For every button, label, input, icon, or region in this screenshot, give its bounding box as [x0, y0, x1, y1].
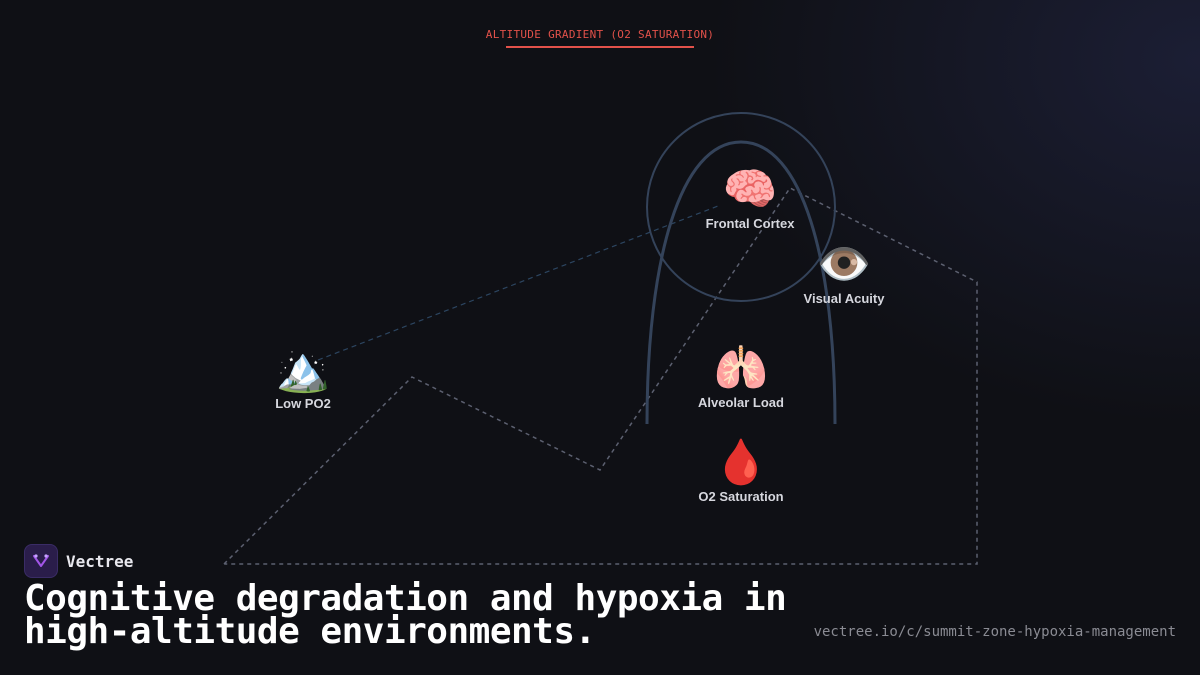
headline: Cognitive degradation and hypoxia in hig… — [24, 578, 844, 652]
headline-line-2: high-altitude environments. — [24, 611, 596, 652]
brain-icon: 🧠 — [722, 164, 778, 215]
node-label: Visual Acuity — [803, 291, 885, 306]
lungs-icon: 🫁 — [713, 343, 769, 394]
node-o2-saturation: 🩸 O2 Saturation — [671, 437, 811, 505]
node-low-po2: 🏔️ Low PO2 — [233, 344, 373, 412]
node-frontal-cortex: 🧠 Frontal Cortex — [680, 164, 820, 232]
node-label: O2 Saturation — [698, 489, 784, 504]
headline-line-1: Cognitive degradation and hypoxia in — [24, 578, 787, 619]
vectree-logo-icon — [24, 544, 58, 578]
node-visual-acuity: 👁️ Visual Acuity — [774, 239, 914, 307]
node-alveolar-load: 🫁 Alveolar Load — [671, 343, 811, 411]
node-label: Low PO2 — [275, 396, 331, 411]
eye-icon: 👁️ — [816, 239, 872, 290]
altitude-profile-line — [223, 187, 978, 565]
node-label: Alveolar Load — [698, 395, 784, 410]
mountain-icon: 🏔️ — [275, 344, 331, 395]
title-underline — [506, 46, 694, 48]
focus-circle — [646, 112, 836, 302]
diagram-title: ALTITUDE GRADIENT (O2 SATURATION) — [485, 28, 715, 41]
brand: Vectree — [24, 544, 133, 578]
brand-name: Vectree — [66, 551, 134, 571]
source-url[interactable]: vectree.io/c/summit-zone-hypoxia-managem… — [813, 624, 1176, 640]
body-arch — [645, 140, 837, 425]
node-label: Frontal Cortex — [705, 216, 795, 231]
blood-drop-icon: 🩸 — [713, 437, 769, 488]
